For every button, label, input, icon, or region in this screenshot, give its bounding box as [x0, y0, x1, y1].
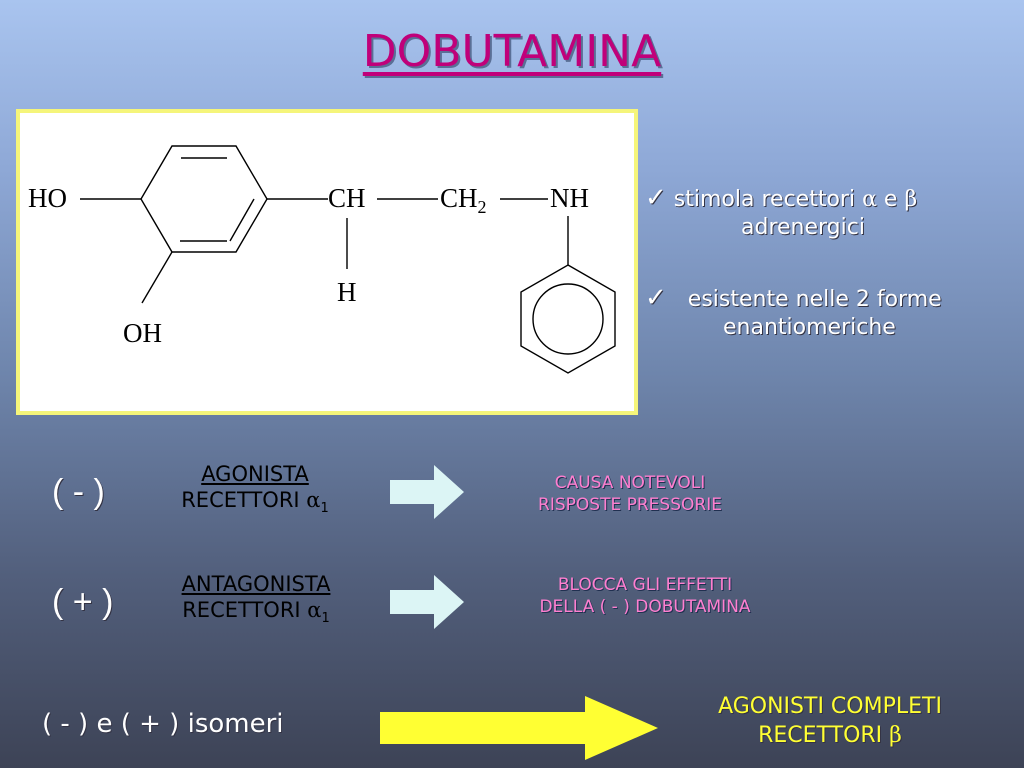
arrow-right-icon [380, 696, 658, 760]
bullet-enantiomers: ✓ esistente nelle 2 forme enantiomeriche [645, 283, 942, 340]
structure-box: HO OH CH CH2 NH H [16, 109, 638, 415]
label-oh: OH [123, 318, 162, 348]
bullet-receptors: ✓ stimola recettori α e β adrenergici [645, 183, 918, 240]
sign-plus: ( + ) [52, 583, 114, 621]
label-ch: CH [328, 183, 366, 213]
effect-block: BLOCCA GLI EFFETTI DELLA ( - ) DOBUTAMIN… [539, 575, 751, 617]
effect-pressor: CAUSA NOTEVOLI RISPOSTE PRESSORIE [538, 473, 722, 515]
label-h: H [337, 277, 357, 307]
phenyl-ring [520, 264, 616, 374]
label-ho: HO [28, 183, 67, 213]
check-icon: ✓ [645, 183, 667, 213]
label-ch2: CH2 [440, 183, 487, 217]
role-agonist: AGONISTA RECETTORI α1 [181, 462, 329, 517]
arrow-right-icon [390, 575, 464, 629]
label-nh: NH [550, 183, 589, 213]
oh-bond [141, 251, 173, 304]
dobutamine-structure-diagram [80, 145, 616, 374]
sign-minus: ( - ) [52, 473, 105, 511]
phenyl-aromatic-circle [532, 283, 604, 355]
isomers-label: ( - ) e ( + ) isomeri [42, 709, 284, 739]
arrow-right-icon [390, 465, 464, 519]
check-icon: ✓ [645, 283, 667, 313]
catechol-ring [140, 145, 268, 253]
result-full-agonists: AGONISTI COMPLETI RECETTORI β [718, 694, 942, 748]
slide-title: DOBUTAMINA [362, 26, 662, 77]
role-antagonist: ANTAGONISTA RECETTORI α1 [181, 572, 331, 627]
